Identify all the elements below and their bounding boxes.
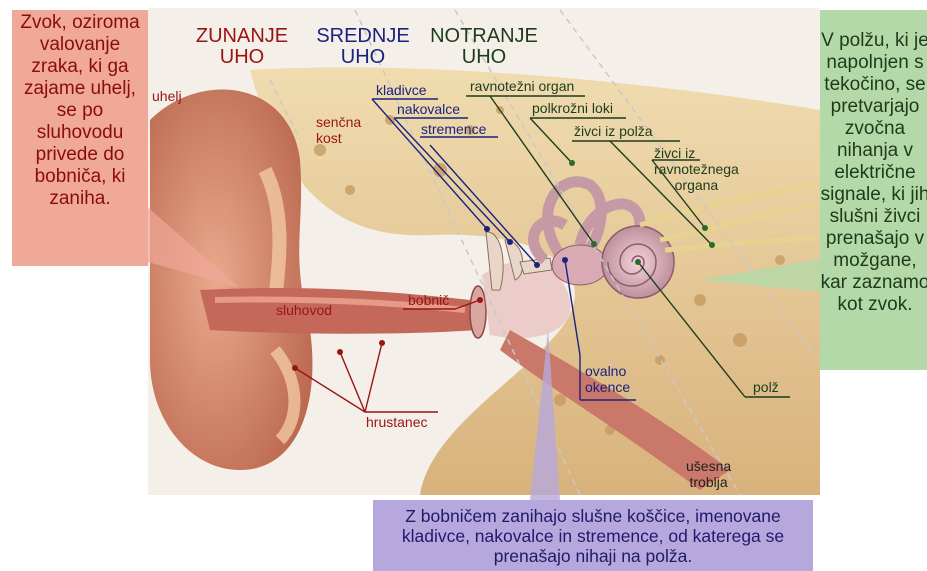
label-uhelj: uhelj: [152, 88, 182, 104]
label-ovalno-okence-line2: okence: [585, 379, 630, 395]
label-zivci-ravnoteznega-organa: živci iz ravnotežnega organa: [654, 145, 739, 193]
label-usesna-troblja-line2: troblja: [686, 474, 731, 490]
outer-ear-note: Zvok, oziroma valovanje zraka, ki ga zaj…: [12, 10, 148, 266]
inner-ear-note: V polžu, ki je napolnjen s tekočino, se …: [820, 10, 927, 370]
label-polkrozni-loki: polkrožni loki: [532, 100, 613, 116]
label-sencna-kost-line2: kost: [316, 130, 361, 146]
inner-ear-heading-line2: UHO: [425, 47, 543, 68]
label-ovalno-okence-line1: ovalno: [585, 363, 630, 379]
label-stremence: stremence: [421, 121, 486, 137]
label-hrustanec: hrustanec: [366, 414, 427, 430]
label-zivci-ravnotezja-line3: organa: [654, 177, 739, 193]
label-polz: polž: [753, 379, 779, 395]
label-usesna-troblja: ušesna troblja: [686, 458, 731, 490]
middle-ear-note: Z bobničem zanihajo slušne koščice, imen…: [373, 500, 813, 571]
label-nakovalce: nakovalce: [397, 101, 460, 117]
label-zivci-ravnotezja-line2: ravnotežnega: [654, 161, 739, 177]
middle-ear-heading-line2: UHO: [311, 47, 415, 68]
label-bobnic: bobnič: [408, 292, 449, 308]
outer-ear-heading-line1: ZUNANJE: [188, 26, 296, 47]
inner-ear-heading-line1: NOTRANJE: [425, 26, 543, 47]
label-zivci-ravnotezja-line1: živci iz: [654, 145, 739, 161]
eardrum-shape: [470, 286, 486, 338]
label-zivci-iz-polza: živci iz polža: [574, 123, 653, 139]
middle-ear-heading: SREDNJE UHO: [311, 26, 415, 68]
outer-ear-heading-line2: UHO: [188, 47, 296, 68]
label-sencna-kost: senčna kost: [316, 114, 361, 146]
label-usesna-troblja-line1: ušesna: [686, 458, 731, 474]
inner-ear-heading: NOTRANJE UHO: [425, 26, 543, 68]
label-ravnotezni-organ: ravnotežni organ: [470, 78, 574, 94]
outer-ear-heading: ZUNANJE UHO: [188, 26, 296, 68]
label-sluhovod: sluhovod: [276, 302, 332, 318]
label-sencna-kost-line1: senčna: [316, 114, 361, 130]
label-kladivce: kladivce: [376, 82, 427, 98]
label-ovalno-okence: ovalno okence: [585, 363, 630, 395]
middle-ear-heading-line1: SREDNJE: [311, 26, 415, 47]
